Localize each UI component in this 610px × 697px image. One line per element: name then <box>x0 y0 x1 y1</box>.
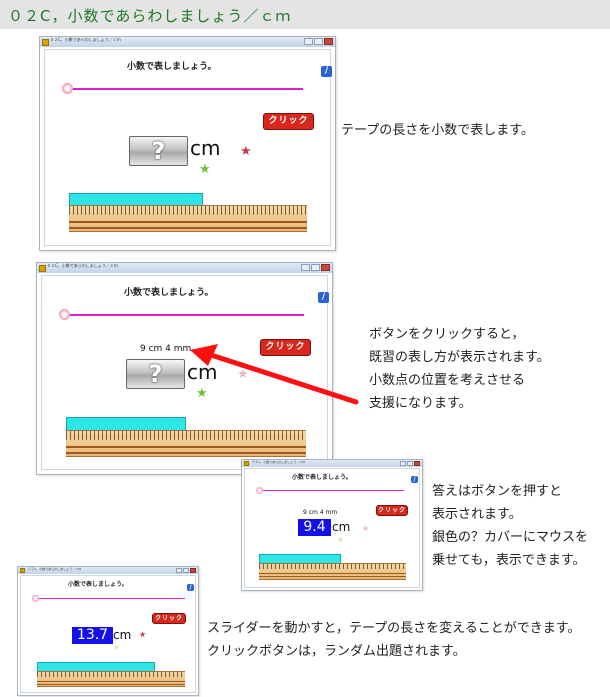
app-title: 小数で表しましょう。 <box>68 581 128 588</box>
window-icon <box>42 39 49 46</box>
minimize-button[interactable] <box>176 568 182 573</box>
description-3: 答えはボタンを押すと 表示されます。 銀色の？カバーにマウスを 乗せても，表示で… <box>432 484 589 568</box>
ruler <box>259 563 406 580</box>
click-button[interactable]: クリック <box>152 613 186 624</box>
window-icon <box>244 461 249 466</box>
window-title: ０２C，小数であらわしましょう／ｃｍ <box>252 460 306 464</box>
star-icon: ★ <box>113 643 121 652</box>
maximize-button[interactable] <box>311 264 320 271</box>
pencil-icon[interactable]: / <box>187 584 194 591</box>
maximize-button[interactable] <box>183 568 189 573</box>
pencil-icon[interactable]: / <box>321 66 332 77</box>
star-icon: ★ <box>139 630 147 639</box>
star-icon: ★ <box>362 524 370 533</box>
unit-label: cm <box>187 360 218 384</box>
slider-track[interactable] <box>67 88 303 90</box>
window-title: ０２C，小数であらわしましょう／ｃｍ <box>47 263 118 268</box>
click-button[interactable]: クリック <box>376 505 408 516</box>
app-stage: 小数で表しましょう。 / クリック ? cm ★ ★ <box>44 49 332 246</box>
app-title: 小数で表しましょう。 <box>124 288 214 298</box>
flower-knob-icon[interactable] <box>62 83 73 94</box>
window-titlebar: ０２C，小数であらわしましょう／ｃｍ <box>242 460 422 467</box>
window-titlebar: ０２C，小数であらわしましょう／ｃｍ <box>40 37 335 47</box>
app-window-4: ０２C，小数であらわしましょう／ｃｍ 小数で表しましょう。 / クリック 13.… <box>17 566 199 696</box>
slider-track[interactable] <box>259 490 404 491</box>
maximize-button[interactable] <box>314 38 323 45</box>
window-titlebar: ０２C，小数であらわしましょう／ｃｍ <box>18 567 198 574</box>
answer-display[interactable]: 13.7 <box>72 627 113 644</box>
window-icon <box>39 265 46 272</box>
click-button[interactable]: クリック <box>260 339 311 356</box>
unit-label: cm <box>332 520 351 534</box>
pencil-icon[interactable]: / <box>411 476 418 483</box>
page-header: ０２C，小数であらわしましょう／ｃｍ <box>0 0 610 29</box>
flower-knob-icon[interactable] <box>256 487 263 494</box>
star-icon: ★ <box>196 386 208 401</box>
minimize-button[interactable] <box>400 461 406 466</box>
flower-knob-icon[interactable] <box>59 309 70 320</box>
question-cover-button[interactable]: ? <box>129 136 188 166</box>
ruler <box>37 671 185 687</box>
ruler <box>66 430 306 457</box>
app-stage: 小数で表しましょう。 / クリック 9 cm 4 mm ? cm ★ ★ <box>41 275 329 470</box>
app-window-1: ０２C，小数であらわしましょう／ｃｍ 小数で表しましょう。 / クリック ? c… <box>39 36 336 251</box>
star-icon: ★ <box>240 144 252 159</box>
answer-display[interactable]: 9.4 <box>298 519 331 536</box>
window-controls <box>400 461 420 466</box>
description-1: テープの長さを小数で表します。 <box>341 123 534 138</box>
app-title: 小数で表しましょう。 <box>292 474 352 481</box>
flower-knob-icon[interactable] <box>32 595 39 602</box>
description-4: スライダーを動かすと，テープの長さを変えることができます。 クリックボタンは，ラ… <box>207 621 581 659</box>
window-controls <box>176 568 196 573</box>
page-title: ０２C，小数であらわしましょう／ｃｍ <box>8 7 292 25</box>
hint-label: 9 cm 4 mm <box>303 509 338 516</box>
arrow-icon <box>190 344 359 405</box>
close-button[interactable] <box>321 264 330 271</box>
hint-label: 9 cm 4 mm <box>140 344 192 354</box>
description-2: ボタンをクリックすると， 既習の表し方が表示されます。 小数点の位置を考えさせる… <box>369 327 550 411</box>
app-stage: 小数で表しましょう。 / クリック 9 cm 4 mm 9.4 cm ★ ★ <box>244 468 420 588</box>
minimize-button[interactable] <box>301 264 310 271</box>
tape-bar <box>66 417 186 431</box>
ruler <box>69 205 307 232</box>
unit-label: cm <box>113 628 132 642</box>
unit-label: cm <box>190 136 221 160</box>
star-icon: ★ <box>337 535 345 544</box>
star-icon: ★ <box>237 367 249 382</box>
star-icon: ★ <box>199 162 211 177</box>
window-title: ０２C，小数であらわしましょう／ｃｍ <box>28 567 82 571</box>
click-button[interactable]: クリック <box>263 113 314 130</box>
question-cover-button[interactable]: ? <box>126 359 185 389</box>
window-titlebar: ０２C，小数であらわしましょう／ｃｍ <box>37 263 332 273</box>
app-title: 小数で表しましょう。 <box>127 62 217 72</box>
pencil-icon[interactable]: / <box>318 292 329 303</box>
maximize-button[interactable] <box>407 461 413 466</box>
minimize-button[interactable] <box>304 38 313 45</box>
window-icon <box>20 568 25 573</box>
app-stage: 小数で表しましょう。 / クリック 13.7 cm ★ ★ <box>20 575 196 693</box>
window-controls <box>304 38 333 45</box>
close-button[interactable] <box>190 568 196 573</box>
close-button[interactable] <box>324 38 333 45</box>
window-controls <box>301 264 330 271</box>
window-title: ０２C，小数であらわしましょう／ｃｍ <box>50 37 121 42</box>
slider-track[interactable] <box>64 314 304 316</box>
close-button[interactable] <box>414 461 420 466</box>
app-window-3: ０２C，小数であらわしましょう／ｃｍ 小数で表しましょう。 / クリック 9 c… <box>241 459 423 591</box>
slider-track[interactable] <box>35 598 185 599</box>
app-window-2: ０２C，小数であらわしましょう／ｃｍ 小数で表しましょう。 / クリック 9 c… <box>36 262 333 475</box>
